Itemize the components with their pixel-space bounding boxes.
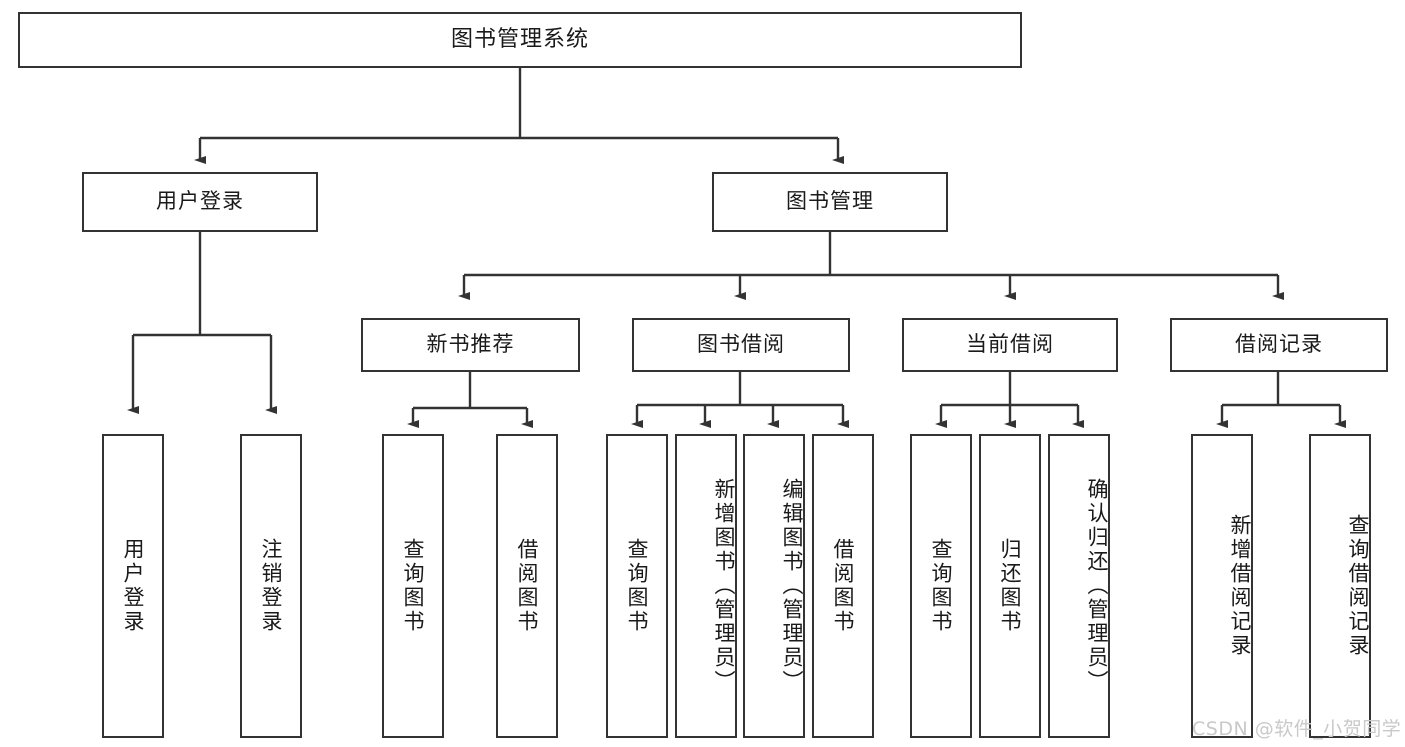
node-book-management[interactable]: 图书管理 [712, 172, 948, 232]
node-book-borrow[interactable]: 图书借阅 [632, 318, 850, 372]
node-new-book-recommend[interactable]: 新书推荐 [361, 318, 580, 372]
leaf-confirm-return-admin[interactable]: 确认归还（管理员） [1048, 434, 1110, 738]
leaf-add-borrow-record[interactable]: 新增借阅记录 [1191, 434, 1253, 738]
leaf-query-borrow-record[interactable]: 查询借阅记录 [1309, 434, 1371, 738]
leaf-user-login[interactable]: 用户登录 [102, 434, 164, 738]
node-current-borrow[interactable]: 当前借阅 [902, 318, 1118, 372]
leaf-query-book-current[interactable]: 查询图书 [910, 434, 972, 738]
leaf-borrow-book[interactable]: 借阅图书 [812, 434, 874, 738]
node-user-login[interactable]: 用户登录 [82, 172, 318, 232]
leaf-add-book-admin[interactable]: 新增图书（管理员） [675, 434, 737, 738]
node-root-system[interactable]: 图书管理系统 [18, 12, 1022, 68]
leaf-logout[interactable]: 注销登录 [240, 434, 302, 738]
node-borrow-record[interactable]: 借阅记录 [1170, 318, 1388, 372]
leaf-query-book-borrow[interactable]: 查询图书 [606, 434, 668, 738]
leaf-borrow-book-recommend[interactable]: 借阅图书 [496, 434, 558, 738]
leaf-edit-book-admin[interactable]: 编辑图书（管理员） [743, 434, 805, 738]
csdn-watermark: CSDN @软件_小贺同学 [1192, 718, 1402, 740]
leaf-return-book[interactable]: 归还图书 [979, 434, 1041, 738]
leaf-query-book-recommend[interactable]: 查询图书 [382, 434, 444, 738]
